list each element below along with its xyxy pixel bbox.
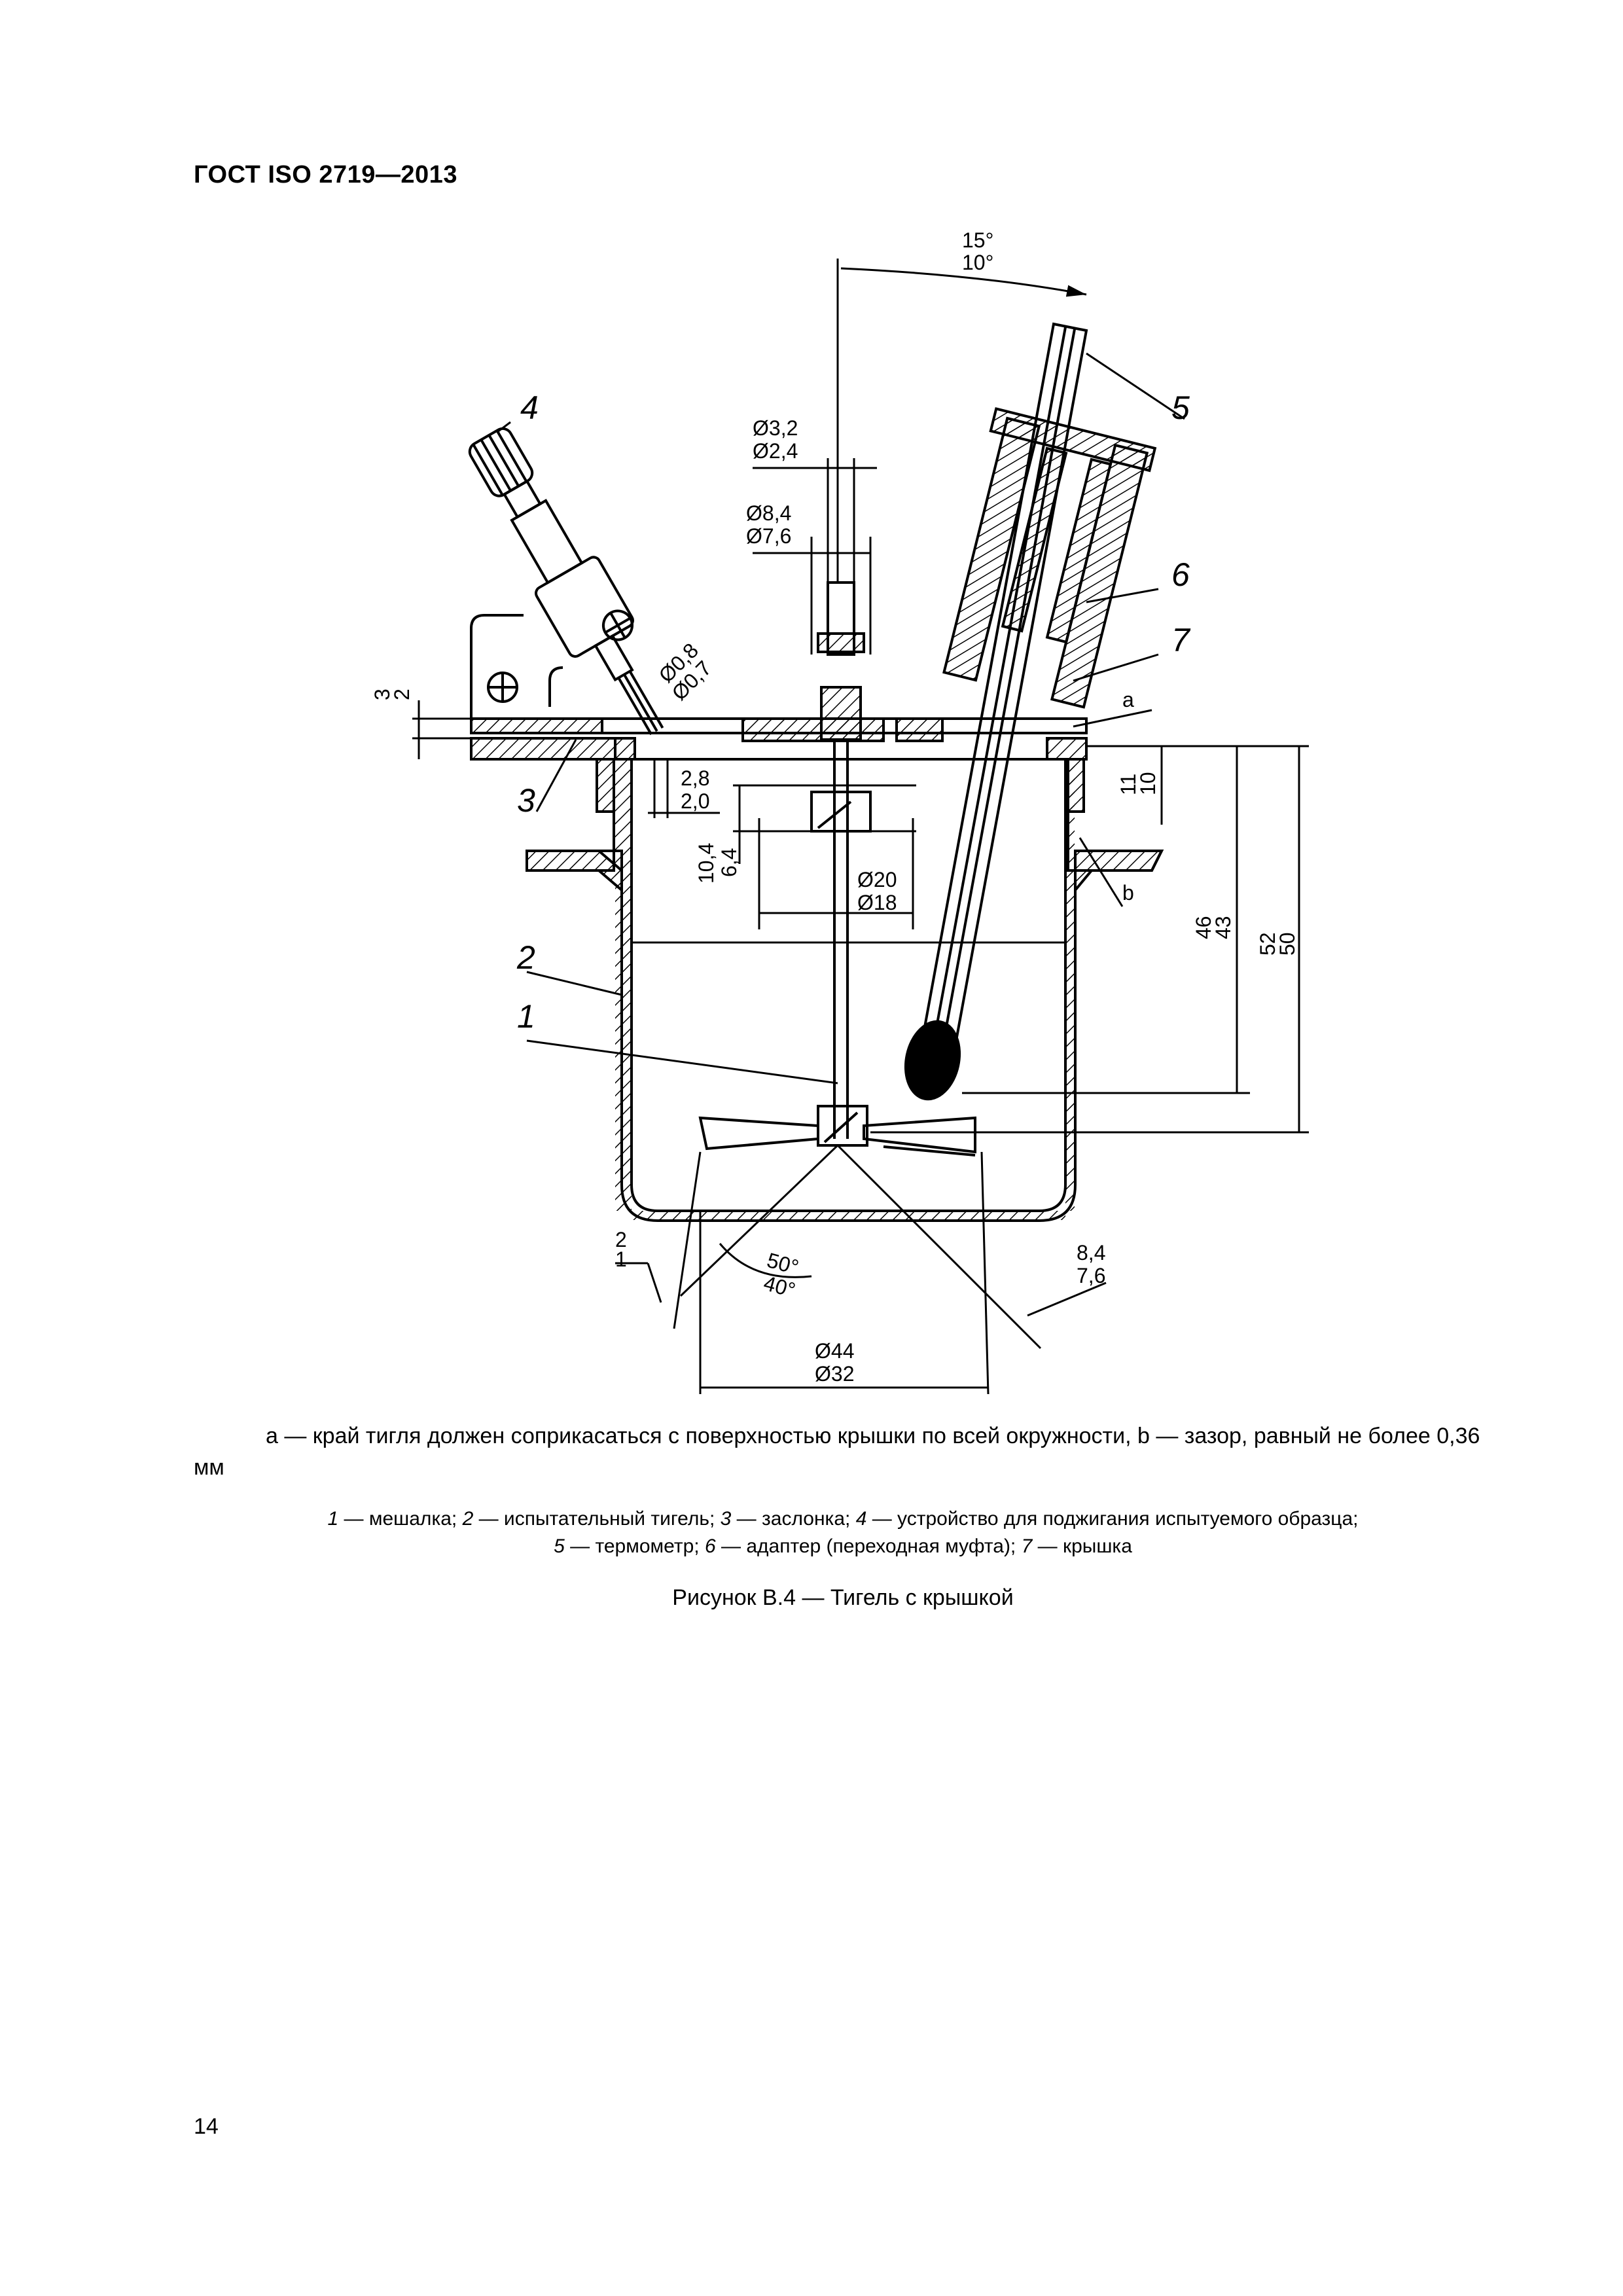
dim-d44: Ø44 bbox=[815, 1339, 854, 1363]
dim-b2: 2 bbox=[615, 1228, 627, 1251]
legend-num-5: 5 bbox=[554, 1535, 565, 1557]
legend-text-1: — мешалка; bbox=[338, 1508, 463, 1530]
dim-d24: Ø2,4 bbox=[753, 439, 798, 463]
dim-v46: 46 bbox=[1192, 916, 1215, 939]
dim-b1: 1 bbox=[615, 1247, 627, 1271]
callout-7: 7 bbox=[1171, 622, 1191, 658]
dim-v2: 2 bbox=[390, 689, 414, 700]
legend-num-1: 1 bbox=[327, 1508, 339, 1530]
dim-d76: Ø7,6 bbox=[746, 524, 791, 548]
dim-v10: 10 bbox=[1136, 772, 1160, 795]
igniter-device bbox=[468, 427, 664, 736]
legend-text-2: — испытательный тигель; bbox=[473, 1508, 721, 1530]
stirrer bbox=[698, 581, 976, 1157]
legend-text-5: — термометр; bbox=[564, 1535, 705, 1557]
legend-num-2: 2 bbox=[462, 1508, 474, 1530]
document-header: ГОСТ ISO 2719—2013 bbox=[194, 161, 457, 188]
figure-caption: Рисунок В.4 — Тигель с крышкой bbox=[672, 1585, 1014, 1610]
legend-line-1: 1 — мешалка; 2 — испытательный тигель; 3… bbox=[194, 1505, 1492, 1533]
marker-b: b bbox=[1122, 881, 1134, 905]
adapter bbox=[942, 407, 1157, 709]
marker-a: a bbox=[1122, 688, 1134, 711]
dim-v104: 10,4 bbox=[694, 843, 718, 884]
callout-6: 6 bbox=[1171, 556, 1190, 593]
dim-v3: 3 bbox=[370, 689, 394, 700]
dim-d18: Ø18 bbox=[857, 891, 897, 914]
dim-s76: 7,6 bbox=[1077, 1264, 1105, 1287]
dim-d84: Ø8,4 bbox=[746, 501, 791, 525]
dim-v20: 2,0 bbox=[681, 789, 709, 813]
dim-v64: 6,4 bbox=[717, 848, 741, 877]
legend-num-4: 4 bbox=[855, 1508, 867, 1530]
page-number: 14 bbox=[194, 2114, 219, 2139]
dim-v28: 2,8 bbox=[681, 766, 709, 790]
dim-v43: 43 bbox=[1211, 916, 1235, 939]
lid bbox=[470, 614, 1088, 761]
legend-text-6: — адаптер (переходная муфта); bbox=[715, 1535, 1022, 1557]
dimension-lines bbox=[412, 259, 1309, 1395]
angle-top-lower: 10° bbox=[962, 251, 993, 274]
dim-d32: Ø3,2 bbox=[753, 416, 798, 440]
legend-text-3: — заслонка; bbox=[731, 1508, 856, 1530]
dim-s84: 8,4 bbox=[1077, 1241, 1105, 1265]
callout-3: 3 bbox=[517, 782, 535, 819]
dim-v52: 52 bbox=[1256, 932, 1279, 956]
callout-1: 1 bbox=[517, 998, 535, 1035]
dim-v50: 50 bbox=[1275, 932, 1299, 956]
figure-note-a-b: а — край тигля должен соприкасаться с по… bbox=[194, 1424, 1480, 1480]
callout-2: 2 bbox=[516, 939, 535, 976]
legend-text-4: — устройство для поджигания испытуемого … bbox=[866, 1508, 1359, 1530]
angle-top-upper: 15° bbox=[962, 228, 993, 252]
test-crucible bbox=[526, 758, 1164, 1222]
legend-num-3: 3 bbox=[720, 1508, 732, 1530]
dim-v11: 11 bbox=[1116, 774, 1140, 795]
callout-5: 5 bbox=[1171, 389, 1190, 426]
legend-num-7: 7 bbox=[1021, 1535, 1033, 1557]
callout-4: 4 bbox=[520, 389, 539, 426]
crucible-technical-drawing: 15° 10° 4 5 6 7 3 2 1 a b Ø3,2 Ø2,4 Ø8,4… bbox=[370, 228, 1309, 1395]
figure-legend: 1 — мешалка; 2 — испытательный тигель; 3… bbox=[194, 1505, 1492, 1560]
legend-text-7: — крышка bbox=[1032, 1535, 1132, 1557]
dim-d20: Ø20 bbox=[857, 868, 897, 891]
dim-d32b: Ø32 bbox=[815, 1362, 854, 1386]
legend-num-6: 6 bbox=[704, 1535, 716, 1557]
legend-line-2: 5 — термометр; 6 — адаптер (переходная м… bbox=[194, 1533, 1492, 1560]
